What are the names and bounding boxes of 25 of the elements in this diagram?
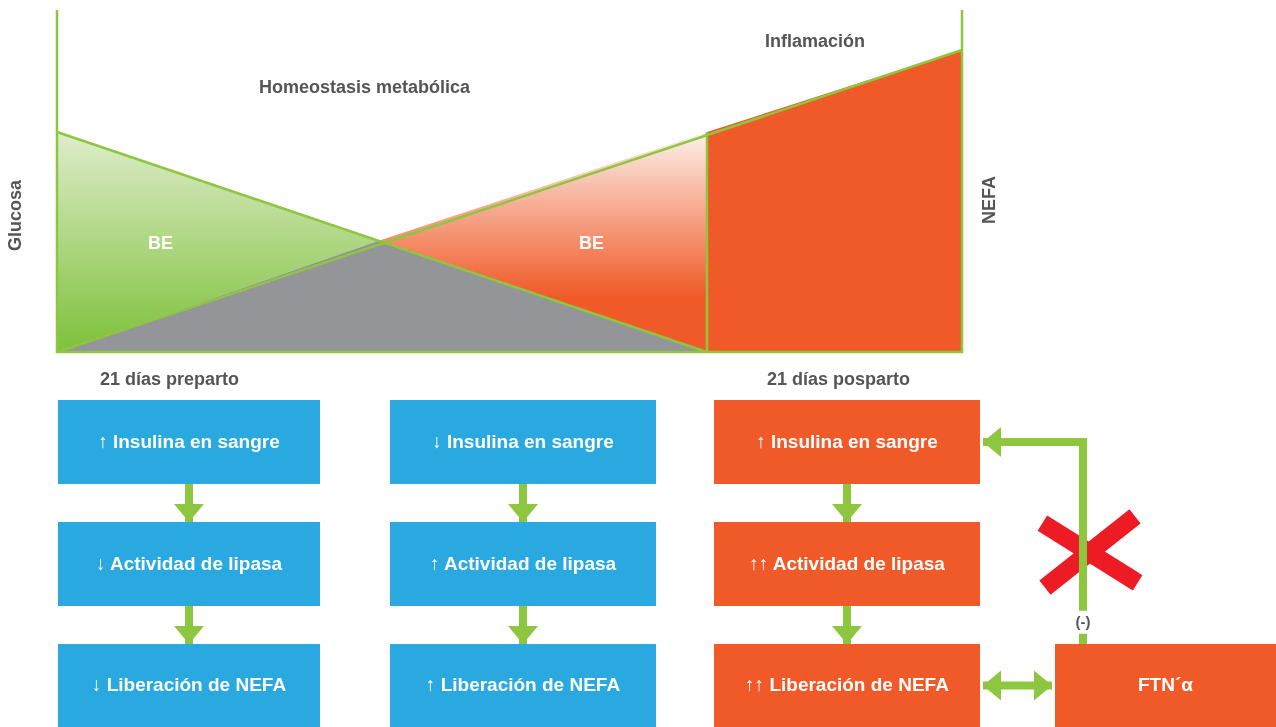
arrow — [508, 606, 538, 644]
process-box: ↓ Actividad de lipasa — [58, 522, 320, 606]
chart-label: 21 días posparto — [767, 368, 911, 391]
chart-label: Inflamación — [765, 30, 866, 53]
arrow — [508, 484, 538, 522]
axis-label: Glucosa — [4, 180, 26, 252]
chart-label: BE — [579, 232, 604, 255]
arrow — [832, 606, 862, 644]
arrow — [174, 606, 204, 644]
process-box: ↑ Actividad de lipasa — [390, 522, 656, 606]
process-box: ↑ Insulina en sangre — [714, 400, 980, 484]
chart-label: 21 días preparto — [100, 368, 240, 391]
process-box: ↓ Insulina en sangre — [390, 400, 656, 484]
axis-label: NEFA — [978, 176, 1000, 224]
chart-label: Homeostasis metabólica — [259, 76, 471, 99]
process-box: ↑ Insulina en sangre — [58, 400, 320, 484]
chart-label: BE — [148, 232, 173, 255]
arrow — [832, 484, 862, 522]
process-box: ↑↑ Liberación de NEFA — [714, 644, 980, 727]
process-box: ↑ Liberación de NEFA — [390, 644, 656, 727]
arrow — [174, 484, 204, 522]
process-box: ↓ Liberación de NEFA — [58, 644, 320, 727]
process-box: FTN´α — [1055, 644, 1276, 727]
process-box: ↑↑ Actividad de lipasa — [714, 522, 980, 606]
edge-label: (-) — [1073, 610, 1093, 634]
